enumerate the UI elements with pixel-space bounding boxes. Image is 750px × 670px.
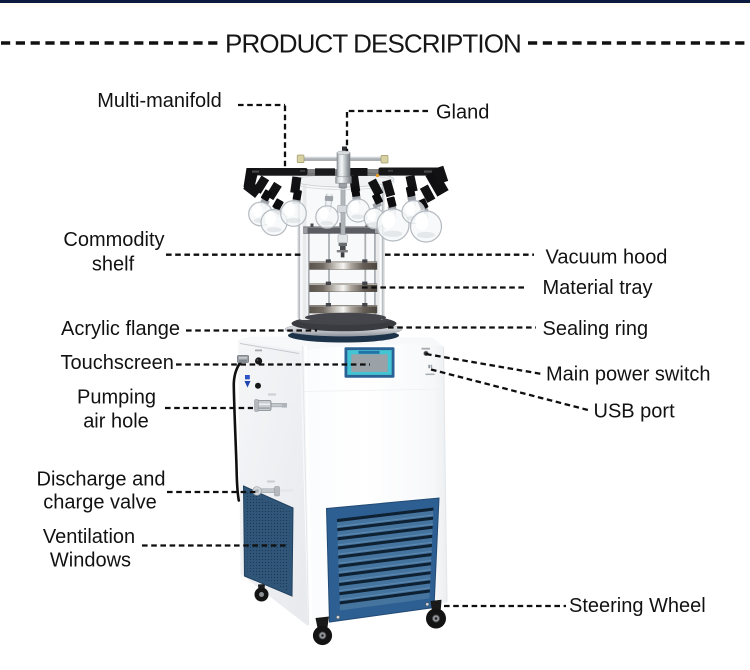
svg-text:Acrylic flange: Acrylic flange [61, 318, 180, 340]
svg-text:Pumping: Pumping [77, 387, 156, 409]
svg-text:charge valve: charge valve [43, 492, 156, 514]
svg-text:Vacuum hood: Vacuum hood [546, 247, 668, 269]
svg-text:Touchscreen: Touchscreen [61, 352, 174, 374]
svg-text:Sealing ring: Sealing ring [543, 318, 649, 340]
svg-text:USB port: USB port [594, 401, 676, 423]
svg-text:Material tray: Material tray [543, 277, 653, 299]
svg-text:Ventilation: Ventilation [43, 526, 135, 548]
svg-text:Multi-manifold: Multi-manifold [97, 90, 221, 112]
svg-text:shelf: shelf [92, 254, 135, 276]
svg-text:Steering Wheel: Steering Wheel [569, 595, 706, 617]
svg-text:PRODUCT DESCRIPTION: PRODUCT DESCRIPTION [225, 29, 521, 59]
svg-text:Gland: Gland [436, 102, 489, 124]
svg-text:Discharge and: Discharge and [37, 469, 166, 491]
svg-text:air hole: air hole [83, 411, 149, 433]
svg-text:Main power switch: Main power switch [546, 364, 711, 386]
svg-text:Commodity: Commodity [63, 229, 164, 251]
svg-text:Windows: Windows [50, 550, 131, 572]
